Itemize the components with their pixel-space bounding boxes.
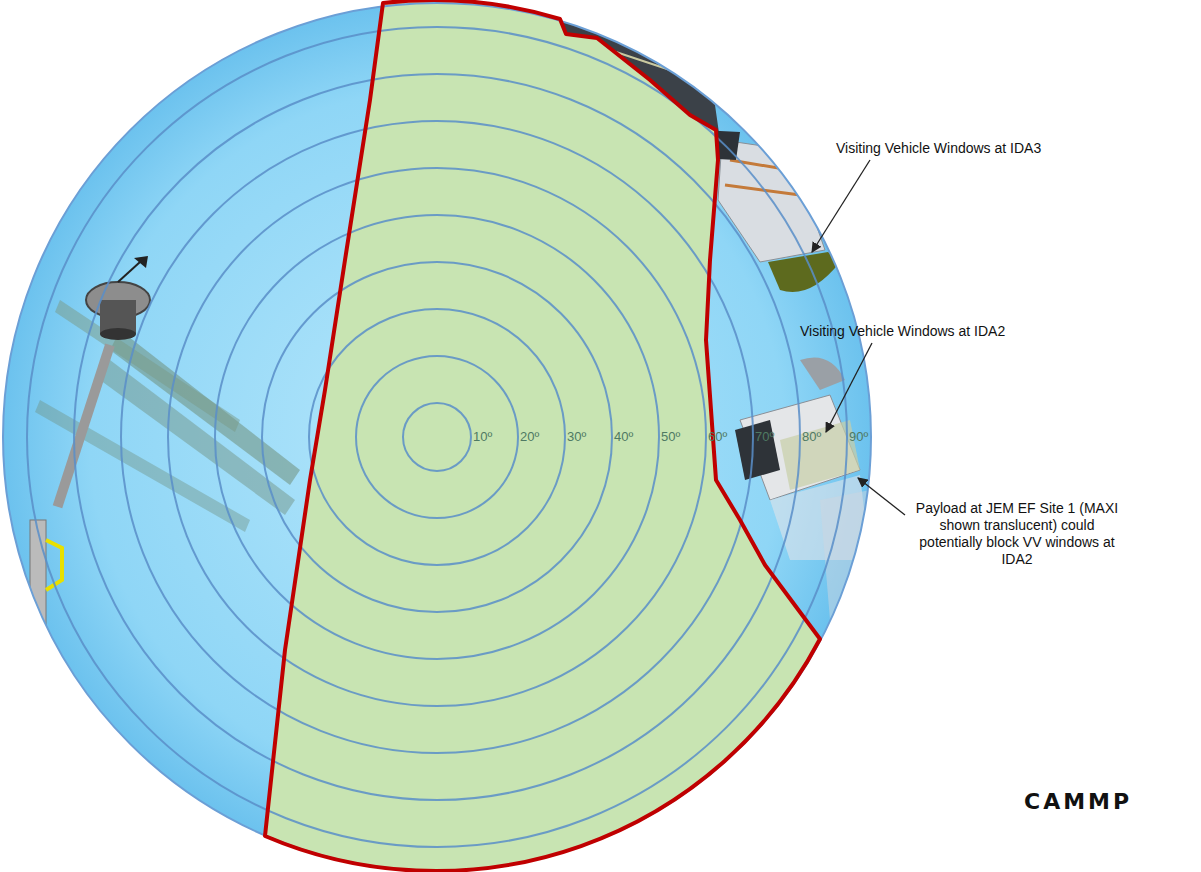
elevation-label: 30º [567,428,586,445]
elevation-label: 70º [755,428,774,445]
callout-label: Payload at JEM EF Site 1 (MAXI shown tra… [912,500,1122,568]
elevation-label: 40º [614,428,633,445]
region-outline [265,0,820,871]
elevation-label: 90º [849,428,868,445]
elevation-rings [27,27,847,847]
elevation-label: 50º [661,428,680,445]
callout-label: Visiting Vehicle Windows at IDA3 [836,140,1041,157]
antenna-dish [53,256,150,508]
leader-arrow [858,478,905,515]
elevation-label: 10º [473,428,492,445]
elevation-label: 20º [520,428,539,445]
callout-label: Visiting Vehicle Windows at IDA2 [800,323,1005,340]
leader-arrow [812,160,870,252]
logo: CAMMP [1024,793,1132,810]
disc-border [3,3,871,871]
leader-arrow [826,343,872,432]
elevation-label: 80º [802,428,821,445]
elevation-label: 60º [708,428,727,445]
truss-arm [20,520,62,720]
